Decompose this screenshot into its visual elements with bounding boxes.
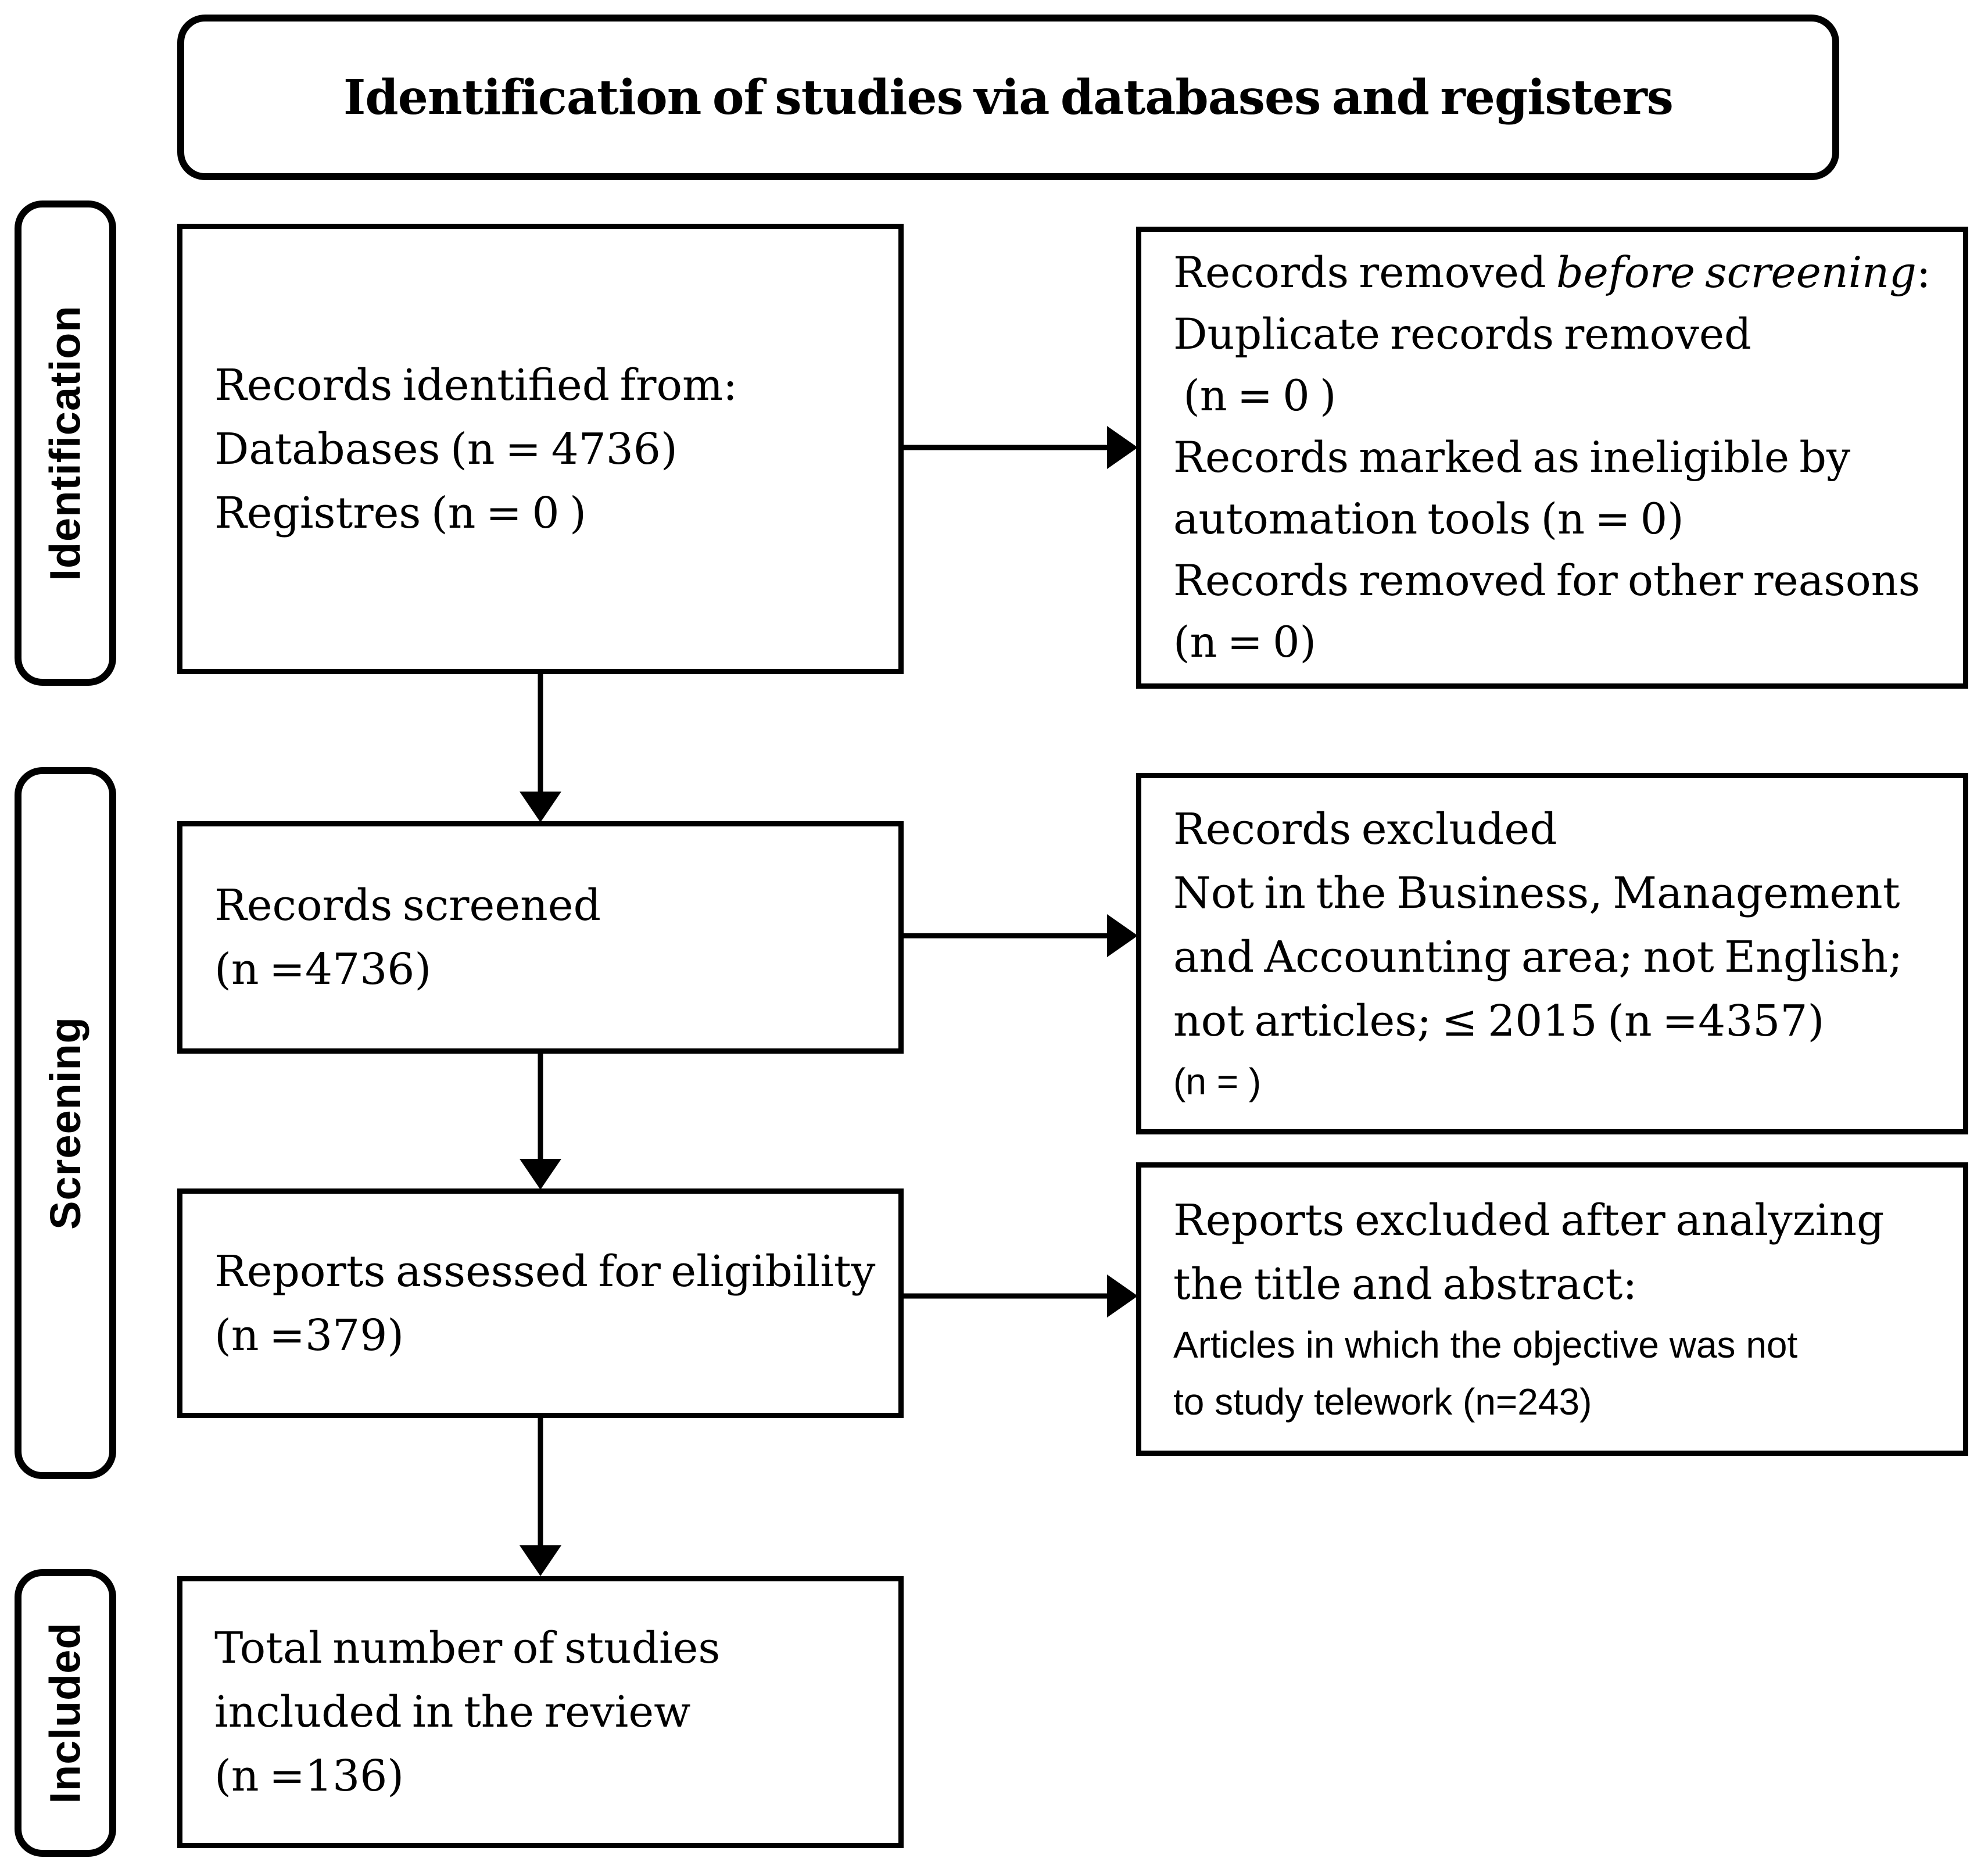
text-line: Records identified from: — [214, 360, 738, 410]
text-line: to study telework (n=243) — [1173, 1380, 1592, 1423]
text-line: Records excluded — [1173, 804, 1557, 854]
box-records-excluded: Records excluded Not in the Business, Ma… — [1136, 773, 1968, 1134]
text-line: Total number of studies — [214, 1623, 721, 1673]
text-line: Reports excluded after analyzing — [1173, 1195, 1885, 1245]
text-line: Not in the Business, Management — [1173, 868, 1900, 918]
text-line: Records removed for other reasons — [1173, 556, 1921, 606]
text-line: (n =379) — [214, 1310, 404, 1361]
arrow-assessed-to-included — [520, 1418, 561, 1576]
text-line: the title and abstract: — [1173, 1259, 1638, 1309]
stage-label-identification: Identification — [15, 201, 116, 686]
arrow-identified-to-screened — [520, 674, 561, 822]
arrow-assessed-to-reports-excluded — [904, 1274, 1138, 1318]
box-reports-excluded: Reports excluded after analyzing the tit… — [1136, 1162, 1968, 1456]
text-line: Records removed before screening: — [1173, 242, 1947, 304]
text-line: Duplicate records removed — [1173, 309, 1751, 359]
stage-label-included: Included — [15, 1569, 116, 1857]
title-banner: Identification of studies via databases … — [177, 15, 1839, 180]
text-line: (n =136) — [214, 1751, 404, 1801]
arrow-screened-to-excluded — [904, 914, 1138, 957]
stage-label-text: Screening — [41, 1016, 90, 1230]
text-line: Reports assessed for eligibility — [214, 1246, 876, 1297]
box-records-screened: Records screened (n =4736) — [177, 821, 904, 1054]
text-line: (n = 0 ) — [1173, 371, 1337, 421]
text-line: Registres (n = 0 ) — [214, 488, 586, 538]
text-line: (n =4736) — [214, 944, 432, 994]
arrow-identified-to-removed — [904, 426, 1138, 469]
arrow-screened-to-assessed — [520, 1052, 561, 1190]
stage-label-text: Identification — [41, 305, 90, 581]
text-segment: : — [1916, 248, 1931, 298]
text-line: Records marked as ineligible by — [1173, 432, 1851, 482]
title-text: Identification of studies via databases … — [343, 69, 1674, 126]
text-line: Records screened — [214, 880, 601, 930]
text-line: included in the review — [214, 1687, 691, 1737]
text-line: (n = 0) — [1173, 617, 1316, 667]
stage-label-screening: Screening — [15, 767, 116, 1479]
text-line: automation tools (n = 0) — [1173, 494, 1684, 544]
box-records-removed: Records removed before screening: Duplic… — [1136, 227, 1968, 689]
text-line: Articles in which the objective was not — [1173, 1323, 1798, 1366]
text-line: and Accounting area; not English; — [1173, 932, 1903, 982]
text-line: (n = ) — [1173, 1061, 1262, 1102]
text-line: not articles; ≤ 2015 (n =4357) — [1173, 996, 1825, 1046]
box-records-identified: Records identified from: Databases (n = … — [177, 224, 904, 674]
text-segment-italic: before screening — [1556, 248, 1917, 298]
text-segment: Records removed — [1173, 248, 1556, 298]
stage-label-text: Included — [41, 1622, 89, 1804]
box-total-included: Total number of studies included in the … — [177, 1576, 904, 1848]
text-line: Databases (n = 4736) — [214, 424, 678, 474]
box-reports-assessed: Reports assessed for eligibility (n =379… — [177, 1188, 904, 1418]
